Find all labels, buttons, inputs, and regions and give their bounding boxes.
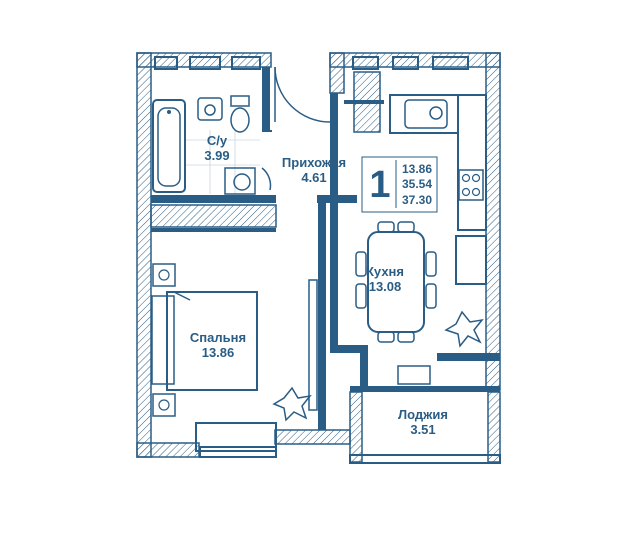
bedroom-door-icon [308,279,318,411]
kitchen-storage-icon [353,71,381,133]
entrance-door-icon [274,66,331,123]
stove-icon [458,169,484,201]
windows [154,56,501,464]
kitchen-sink-icon [404,99,448,129]
dining-table-icon [355,221,437,343]
kitchen-area: 13.08 [369,279,402,294]
area-with-loggia-value: 37.30 [402,193,432,207]
loggia-area: 3.51 [410,422,435,437]
total-area-value: 35.54 [402,177,432,191]
bathtub-icon [152,99,186,193]
hallway-name: Прихожая [282,155,346,170]
living-area-value: 13.86 [402,162,432,176]
bathroom-door-icon [261,167,272,191]
bathroom-name: С/у [207,133,228,148]
washing-machine-icon [224,167,256,195]
toilet-icon [230,95,250,133]
hallway-area: 4.61 [301,170,326,185]
radiator-icon [397,365,431,385]
bathroom-area: 3.99 [204,148,229,163]
bedroom-plant-icon [272,386,312,422]
apartment-info-box: 1 13.86 35.54 37.30 [361,156,438,213]
bedroom-area: 13.86 [202,345,235,360]
bedroom-name: Спальня [190,330,246,345]
plant-icon [444,310,484,348]
room-labels: С/у 3.99 Прихожая 4.61 Кухня 13.08 Спаль… [190,133,448,437]
bathroom-floor-grid [186,130,260,194]
rooms-count: 1 [369,164,390,206]
nightstand-icon [152,263,176,417]
kitchen-counter-icon [389,94,487,285]
sink-icon [197,97,223,121]
wardrobe-icon [150,204,277,228]
loggia-name: Лоджия [398,407,448,422]
loggia-outline [349,386,501,463]
bed-icon [151,291,258,391]
kitchen-name: Кухня [366,264,404,279]
